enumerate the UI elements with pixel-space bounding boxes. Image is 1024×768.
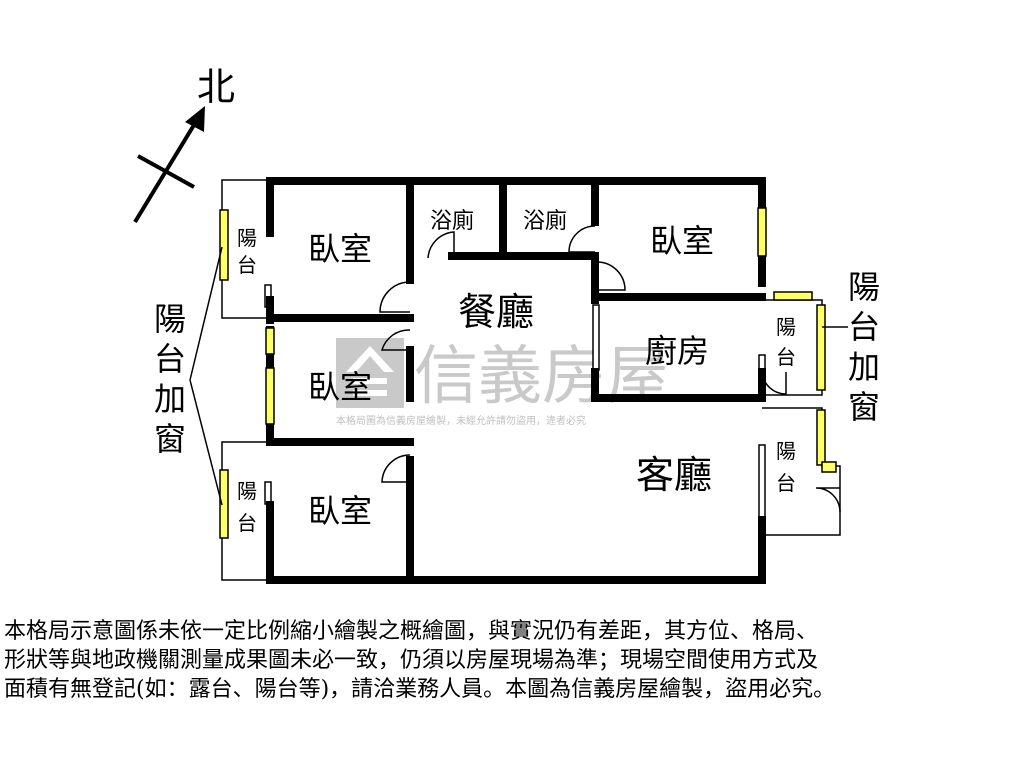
north-arrow-head bbox=[185, 106, 205, 132]
compass-cross-line bbox=[137, 154, 195, 189]
annotation-right-char-4: 窗 bbox=[848, 388, 880, 426]
window-bedroom-mid-2 bbox=[265, 367, 275, 425]
watermark-brand: 信義房屋 bbox=[414, 340, 670, 414]
doors bbox=[379, 225, 841, 513]
room-dining: 餐廳 bbox=[458, 290, 534, 334]
balcony-labels: 陽 台 陽 台 陽 台 陽 台 bbox=[237, 226, 796, 535]
room-kitchen: 廚房 bbox=[645, 332, 709, 370]
annotation-left-char-1: 陽 bbox=[154, 300, 186, 338]
balcony-right-bottom-1: 陽 bbox=[776, 439, 796, 463]
window-right-bottom bbox=[816, 409, 826, 466]
north-label: 北 bbox=[197, 65, 235, 109]
annotation-right-char-3: 加 bbox=[848, 348, 880, 386]
balcony-left-bottom-2: 台 bbox=[237, 511, 257, 535]
room-living: 客廳 bbox=[636, 453, 712, 497]
balcony-left-top-1: 陽 bbox=[237, 226, 257, 250]
balcony-right-bottom-2: 台 bbox=[776, 471, 796, 495]
watermark-notice: 本格局圖為信義房屋繪製，未經允許請勿盜用，違者必究 bbox=[336, 414, 586, 427]
disclaimer-line-3: 面積有無登記(如：露台、陽台等)，請洽業務人員。本圖為信義房屋繪製，盜用必究。 bbox=[4, 677, 836, 702]
room-bedroom-top-left: 臥室 bbox=[308, 230, 372, 268]
annotation-right-char-1: 陽 bbox=[848, 268, 880, 306]
annotation-left-char-4: 窗 bbox=[154, 420, 186, 458]
window-bedroom-top-right bbox=[757, 207, 767, 257]
annotation-left-pointer-top bbox=[189, 246, 223, 381]
window-right-top bbox=[773, 291, 813, 301]
balcony-left-bottom-1: 陽 bbox=[237, 479, 257, 503]
annotation-right-char-2: 台 bbox=[848, 308, 880, 346]
window-left-bottom bbox=[219, 469, 229, 539]
disclaimer: 本格局示意圖係未依一定比例縮小繪製之概繪圖，與實況仍有差距，其方位、格局、 形狀… bbox=[4, 617, 1020, 704]
watermark: 信義房屋 本格局圖為信義房屋繪製，未經允許請勿盜用，違者必究 bbox=[336, 338, 670, 427]
room-bedroom-middle: 臥室 bbox=[308, 368, 372, 406]
balcony-right-middle-1: 陽 bbox=[776, 315, 796, 339]
room-bedroom-top-right: 臥室 bbox=[650, 222, 714, 260]
disclaimer-line-1: 本格局示意圖係未依一定比例縮小繪製之概繪圖，與實況仍有差距，其方位、格局、 bbox=[4, 619, 819, 644]
floor-plan: 北 信義房屋 本格局圖為信義房屋繪製，未經允許請勿盜用，違者必究 bbox=[133, 65, 880, 584]
window-right-corner bbox=[821, 461, 837, 473]
enclosure-annotation-left: 陽 台 加 窗 bbox=[154, 246, 223, 506]
room-labels: 臥室 浴廁 浴廁 臥室 餐廳 臥室 廚房 臥室 客廳 bbox=[308, 209, 714, 530]
walls bbox=[266, 177, 766, 584]
balcony-left-top-2: 台 bbox=[237, 253, 257, 277]
windows bbox=[219, 207, 837, 539]
balcony-right-middle-2: 台 bbox=[776, 345, 796, 369]
room-bath-2: 浴廁 bbox=[523, 209, 567, 234]
annotation-left-pointer-bottom bbox=[189, 379, 223, 506]
disclaimer-line-2: 形狀等與地政機關測量成果圖未必一致，仍須以房屋現場為準；現場空間使用方式及 bbox=[4, 648, 819, 673]
window-bedroom-mid-1 bbox=[265, 327, 275, 355]
annotation-left-char-2: 台 bbox=[154, 340, 186, 378]
window-right-middle bbox=[816, 304, 826, 391]
compass: 北 bbox=[133, 65, 235, 224]
room-bath-1: 浴廁 bbox=[430, 209, 474, 234]
window-left-top bbox=[219, 209, 229, 281]
room-bedroom-bottom-left: 臥室 bbox=[308, 492, 372, 530]
enclosure-annotation-right: 陽 台 加 窗 bbox=[822, 268, 880, 426]
annotation-left-char-3: 加 bbox=[154, 380, 186, 418]
